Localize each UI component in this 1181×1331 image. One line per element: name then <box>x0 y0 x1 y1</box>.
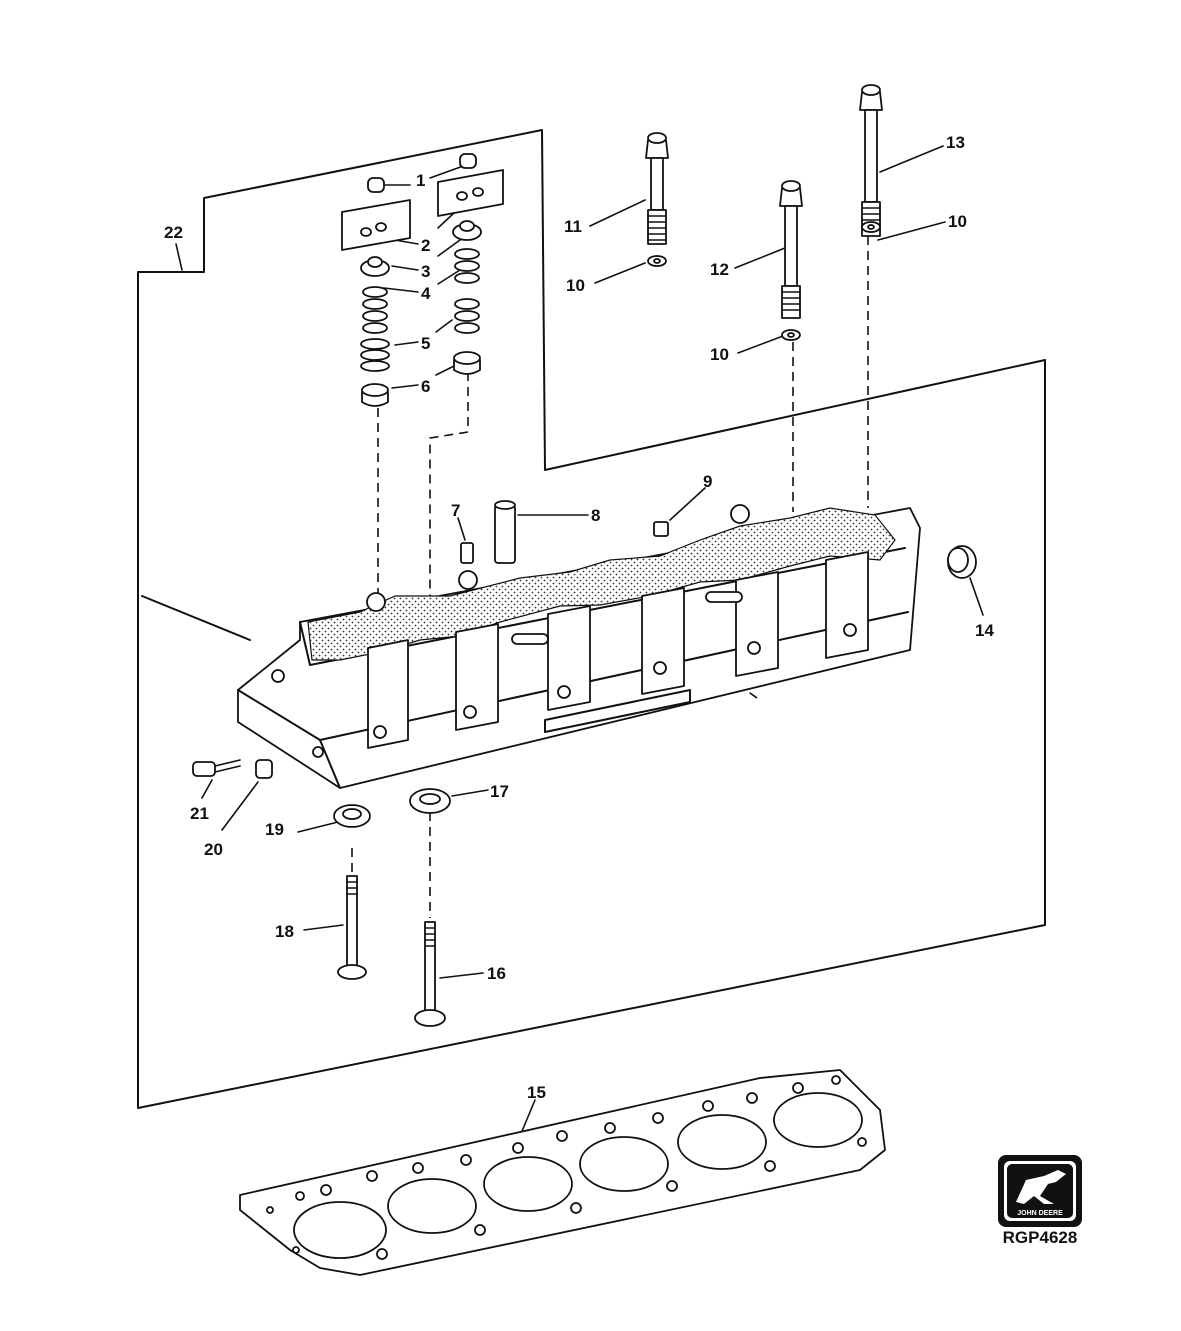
callout-19: 19 <box>265 820 284 839</box>
callout-3: 3 <box>421 262 430 281</box>
callout-12: 12 <box>710 260 729 279</box>
callout-10a: 10 <box>566 276 585 295</box>
plug-14 <box>947 545 977 579</box>
callout-7: 7 <box>451 501 460 520</box>
callout-10b: 10 <box>710 345 729 364</box>
svg-text:JOHN DEERE: JOHN DEERE <box>1017 1210 1063 1217</box>
bolt-12 <box>779 180 803 341</box>
leader-lines <box>175 145 984 1137</box>
bolt-16 <box>414 921 446 1027</box>
callout-2: 2 <box>421 236 430 255</box>
john-deere-logo: JOHN DEERE <box>998 1155 1082 1227</box>
seal-19 <box>333 804 371 828</box>
cylinder-head <box>141 504 921 789</box>
callout-9: 9 <box>703 472 712 491</box>
bolt-18 <box>337 875 367 980</box>
callout-17: 17 <box>490 782 509 801</box>
seal-17 <box>409 788 451 814</box>
callout-10c: 10 <box>948 212 967 231</box>
callout-5: 5 <box>421 334 430 353</box>
left-valve-spring-stack <box>360 256 390 407</box>
reference-code: RGP4628 <box>1002 1228 1078 1247</box>
callout-14: 14 <box>975 621 994 640</box>
callout-21: 21 <box>190 804 209 823</box>
callout-1: 1 <box>416 171 425 190</box>
callout-4: 4 <box>421 284 431 303</box>
group-outline-22 <box>137 129 1046 1109</box>
bolt-11 <box>645 132 669 267</box>
valve-keeper-parts <box>367 153 477 193</box>
dowel-parts <box>460 500 669 564</box>
callout-13: 13 <box>946 133 965 152</box>
callout-6: 6 <box>421 377 430 396</box>
callout-8: 8 <box>591 506 600 525</box>
callout-16: 16 <box>487 964 506 983</box>
callout-11: 11 <box>564 217 582 236</box>
callout-20: 20 <box>204 840 223 859</box>
valve-cap-boxes <box>341 169 504 251</box>
callout-15: 15 <box>527 1083 546 1102</box>
callout-labels: 22 1 2 3 4 5 6 7 8 9 11 10 12 10 13 10 1… <box>164 133 994 1102</box>
callout-18: 18 <box>275 922 294 941</box>
callout-22: 22 <box>164 223 183 242</box>
right-valve-spring-stack <box>452 220 482 375</box>
head-gasket <box>239 1069 886 1276</box>
bolt-13 <box>859 84 883 237</box>
fittings-20-21 <box>192 759 273 779</box>
